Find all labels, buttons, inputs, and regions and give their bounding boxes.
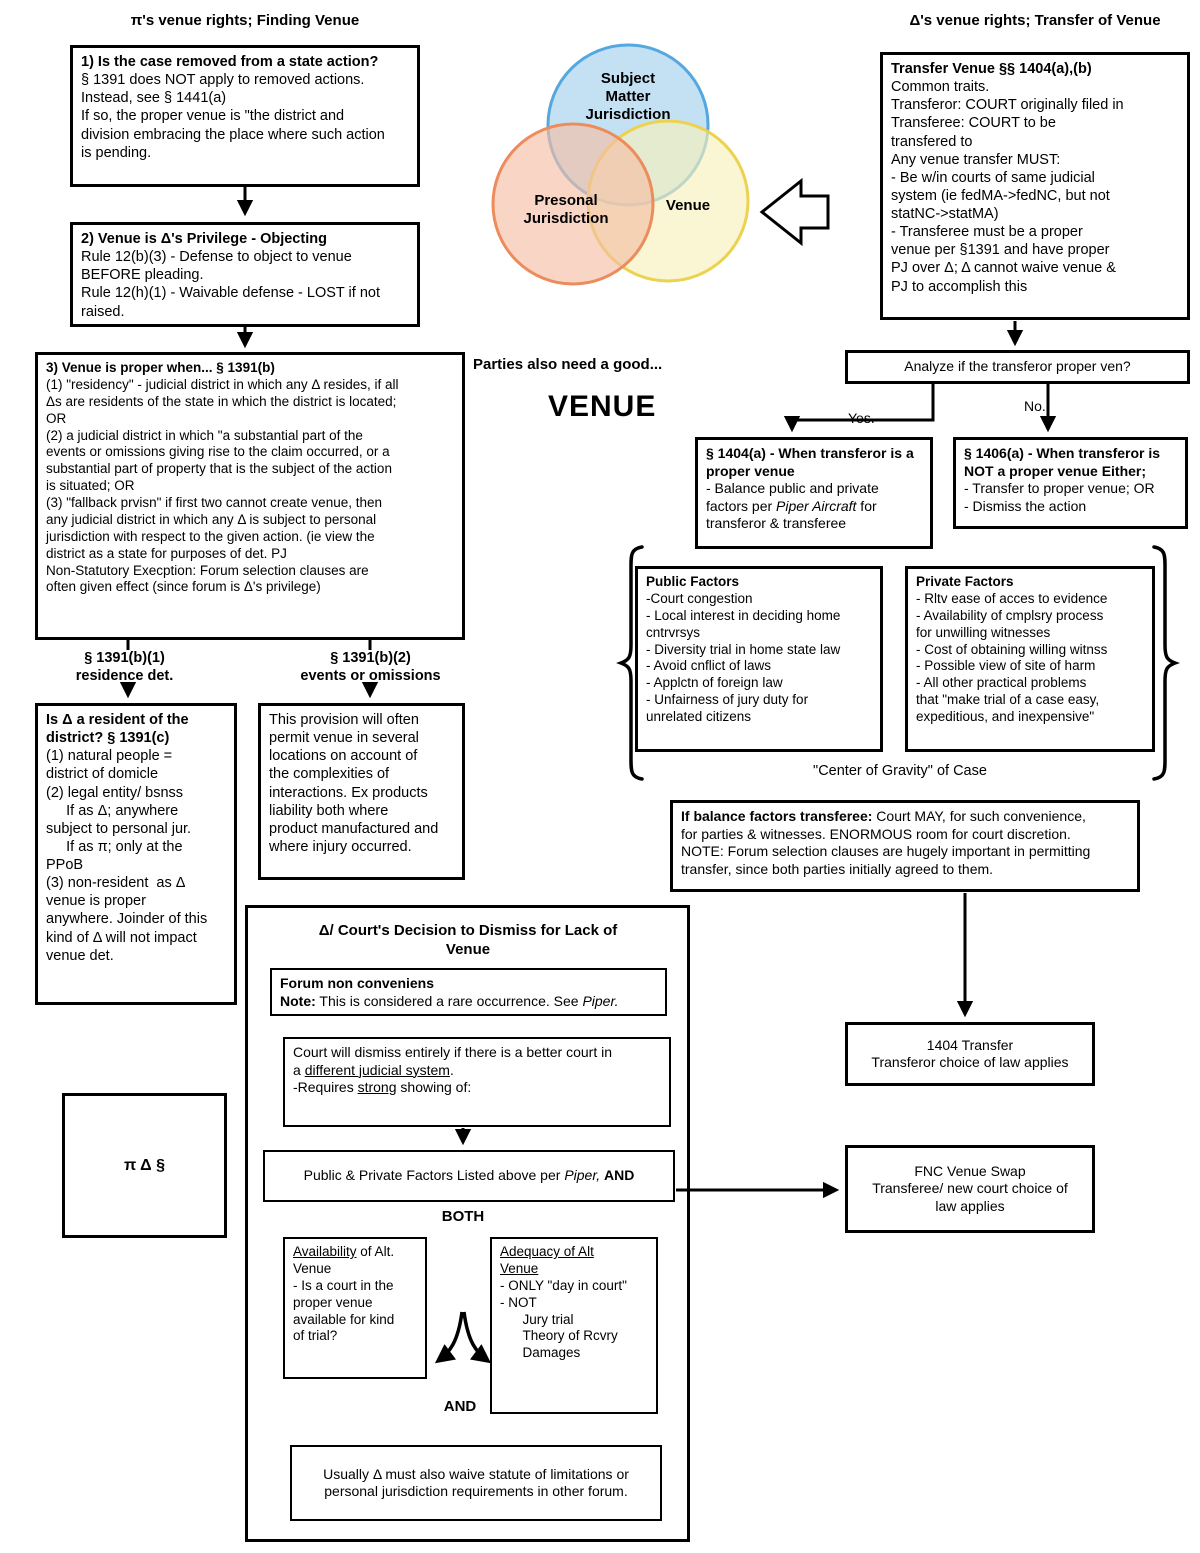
- piper-and-box: Public & Private Factors Listed above pe…: [263, 1150, 675, 1202]
- private-factors-body: - Rltv ease of acces to evidence - Avail…: [916, 590, 1108, 724]
- venue-privilege-title: 2) Venue is Δ's Privilege - Objecting: [81, 231, 327, 247]
- waive-requirements-box: Usually Δ must also waive statute of lim…: [290, 1445, 662, 1521]
- venue-proper-box: 3) Venue is proper when... § 1391(b) (1)…: [35, 352, 465, 640]
- removal-question-box: 1) Is the case removed from a state acti…: [70, 45, 420, 187]
- public-factors-body: -Court congestion - Local interest in de…: [646, 590, 841, 724]
- label-1391b1: § 1391(b)(1) residence det.: [75, 650, 174, 685]
- public-factors-box: Public Factors -Court congestion - Local…: [635, 566, 883, 752]
- adequacy-box: Adequacy of Alt Venue - ONLY "day in cou…: [490, 1237, 658, 1414]
- s1404a-body: - Balance public and private factors per…: [706, 480, 883, 531]
- venue-privilege-box: 2) Venue is Δ's Privilege - Objecting Ru…: [70, 222, 420, 327]
- venue-word: VENUE: [548, 390, 657, 423]
- no-label: No.: [1021, 398, 1049, 414]
- right-brace: [1152, 545, 1180, 781]
- availability-box: Availability of Alt. Venue - Is a court …: [283, 1237, 427, 1379]
- fnc-venue-swap-box: FNC Venue Swap Transferee/ new court cho…: [845, 1145, 1095, 1233]
- forum-non-conveniens-box: Forum non conveniens Note: This is consi…: [270, 968, 667, 1016]
- several-locations-body: This provision will often permit venue i…: [269, 712, 439, 855]
- s1404a-title: § 1404(a) - When transferor is a proper …: [706, 445, 914, 479]
- s1404a-box: § 1404(a) - When transferor is a proper …: [695, 437, 933, 549]
- s1406a-box: § 1406(a) - When transferor is NOT a pro…: [953, 437, 1188, 529]
- finding-venue-header: π's venue rights; Finding Venue: [130, 12, 360, 29]
- venue-proper-title: 3) Venue is proper when... § 1391(b): [46, 360, 275, 375]
- transfer-venue-title: Transfer Venue §§ 1404(a),(b): [891, 61, 1092, 77]
- public-factors-title: Public Factors: [646, 574, 740, 589]
- transfer-1404-box: 1404 Transfer Transferor choice of law a…: [845, 1022, 1095, 1086]
- center-of-gravity-label: "Center of Gravity" of Case: [813, 763, 987, 779]
- s1406a-title: § 1406(a) - When transferor is NOT a pro…: [964, 445, 1161, 479]
- venn-pj-label: Presonal Jurisdiction: [523, 192, 609, 227]
- venn-venue-label: Venue: [665, 197, 711, 214]
- transfer-1404-label: 1404 Transfer Transferor choice of law a…: [871, 1036, 1069, 1071]
- removal-question-title: 1) Is the case removed from a state acti…: [81, 54, 379, 70]
- resident-of-district-title: Is Δ a resident of the district? § 1391(…: [46, 712, 189, 747]
- label-1391b2: § 1391(b)(2) events or omissions: [300, 650, 441, 685]
- both-label: BOTH: [441, 1208, 485, 1225]
- resident-of-district-body: (1) natural people = district of domicle…: [46, 748, 208, 964]
- balance-transferee-body: If balance factors transferee: Court MAY…: [681, 808, 1091, 877]
- piper-and-label: Public & Private Factors Listed above pe…: [303, 1167, 635, 1184]
- legend-pi-delta-label: π Δ §: [124, 1156, 165, 1174]
- venue-proper-body: (1) "residency" - judicial district in w…: [46, 376, 399, 595]
- private-factors-box: Private Factors - Rltv ease of acces to …: [905, 566, 1155, 752]
- smj-circle: [546, 43, 710, 207]
- adequacy-body: Adequacy of Alt Venue - ONLY "day in cou…: [500, 1244, 627, 1361]
- transfer-venue-body: Common traits. Transferor: COURT origina…: [891, 79, 1124, 295]
- fnc-decision-title: Δ/ Court's Decision to Dismiss for Lack …: [318, 922, 618, 958]
- transfer-venue-header: Δ's venue rights; Transfer of Venue: [909, 12, 1161, 29]
- and-label: AND: [443, 1398, 477, 1415]
- removal-question-body: § 1391 does NOT apply to removed actions…: [81, 72, 385, 161]
- parties-need-text: Parties also need a good...: [473, 356, 663, 373]
- fnc-venue-swap-label: FNC Venue Swap Transferee/ new court cho…: [872, 1162, 1068, 1214]
- yes-label: Yes.: [845, 410, 878, 426]
- balance-transferee-box: If balance factors transferee: Court MAY…: [670, 800, 1140, 892]
- dismiss-better-court-body: Court will dismiss entirely if there is …: [293, 1044, 612, 1095]
- block-arrow-left-icon: [759, 177, 830, 247]
- transfer-venue-box: Transfer Venue §§ 1404(a),(b) Common tra…: [880, 52, 1190, 320]
- availability-body: Availability of Alt. Venue - Is a court …: [293, 1244, 395, 1344]
- private-factors-title: Private Factors: [916, 574, 1014, 589]
- forum-non-conveniens-body: Forum non conveniens Note: This is consi…: [280, 975, 619, 1009]
- legend-pi-delta-box: π Δ §: [62, 1093, 227, 1238]
- s1406a-body: - Transfer to proper venue; OR - Dismiss…: [964, 480, 1155, 514]
- dismiss-better-court-box: Court will dismiss entirely if there is …: [283, 1037, 671, 1127]
- venue-privilege-body: Rule 12(b)(3) - Defense to object to ven…: [81, 249, 380, 320]
- analyze-transferor-box: Analyze if the transferor proper ven?: [845, 350, 1190, 384]
- resident-of-district-box: Is Δ a resident of the district? § 1391(…: [35, 703, 237, 1005]
- several-locations-box: This provision will often permit venue i…: [258, 703, 465, 880]
- venn-smj-label: Subject Matter Jurisdiction: [585, 70, 671, 123]
- analyze-transferor-label: Analyze if the transferor proper ven?: [904, 358, 1131, 375]
- waive-requirements-body: Usually Δ must also waive statute of lim…: [323, 1465, 629, 1500]
